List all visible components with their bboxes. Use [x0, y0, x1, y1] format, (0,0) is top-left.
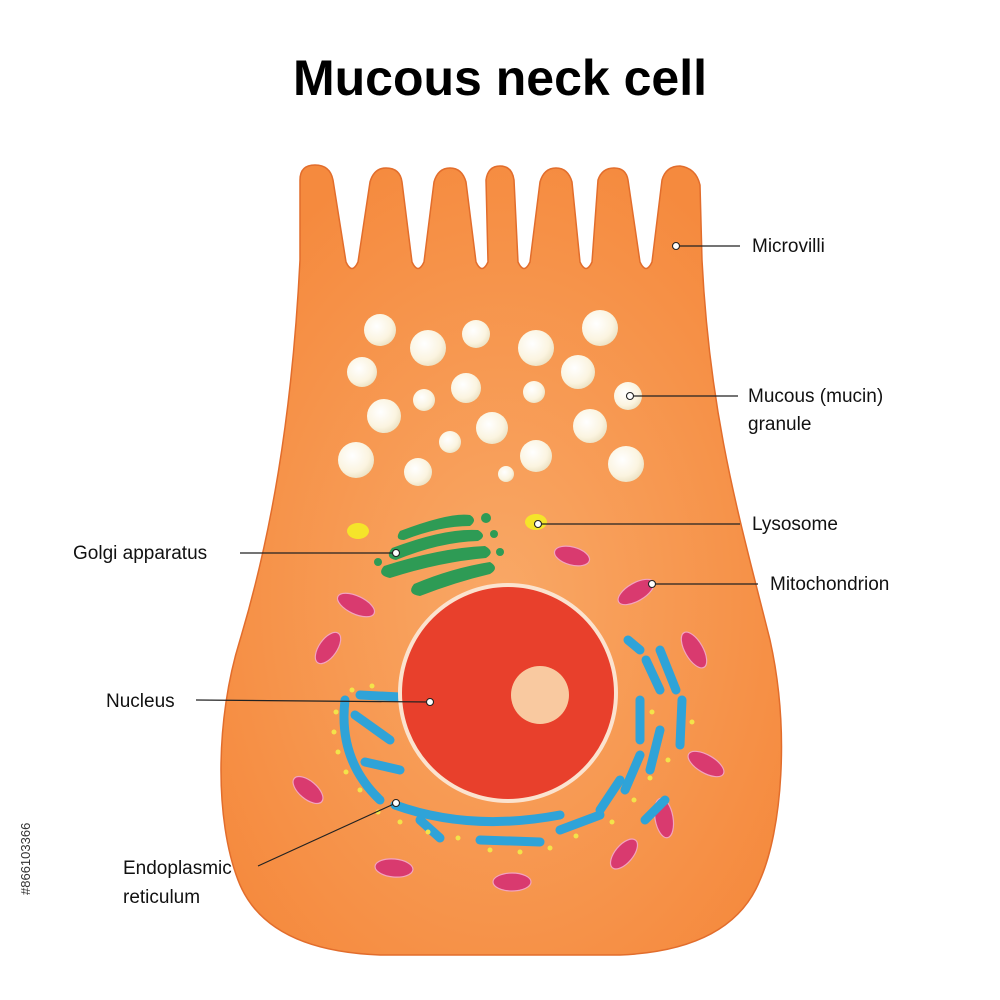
label-mucous-granule-line1: Mucous (mucin)	[748, 386, 883, 407]
diagram-title: Mucous neck cell	[293, 50, 707, 106]
mitochondria	[292, 545, 725, 892]
label-nucleus: Nucleus	[106, 691, 175, 712]
golgi-apparatus	[374, 513, 504, 596]
label-mitochondrion: Mitochondrion	[770, 574, 889, 595]
nucleus	[398, 583, 618, 803]
label-mucous-granule-line2: granule	[748, 414, 811, 435]
label-lysosome: Lysosome	[752, 514, 838, 535]
label-er-line1: Endoplasmic	[123, 858, 232, 879]
nucleolus	[511, 666, 569, 724]
mucous-granules	[338, 310, 644, 486]
endoplasmic-reticulum	[339, 635, 687, 847]
label-er-line2: reticulum	[123, 887, 200, 908]
label-microvilli: Microvilli	[752, 236, 825, 257]
watermark-id: #866103366	[18, 823, 33, 895]
leader-lines	[195, 241, 758, 867]
label-golgi-apparatus: Golgi apparatus	[73, 543, 207, 564]
